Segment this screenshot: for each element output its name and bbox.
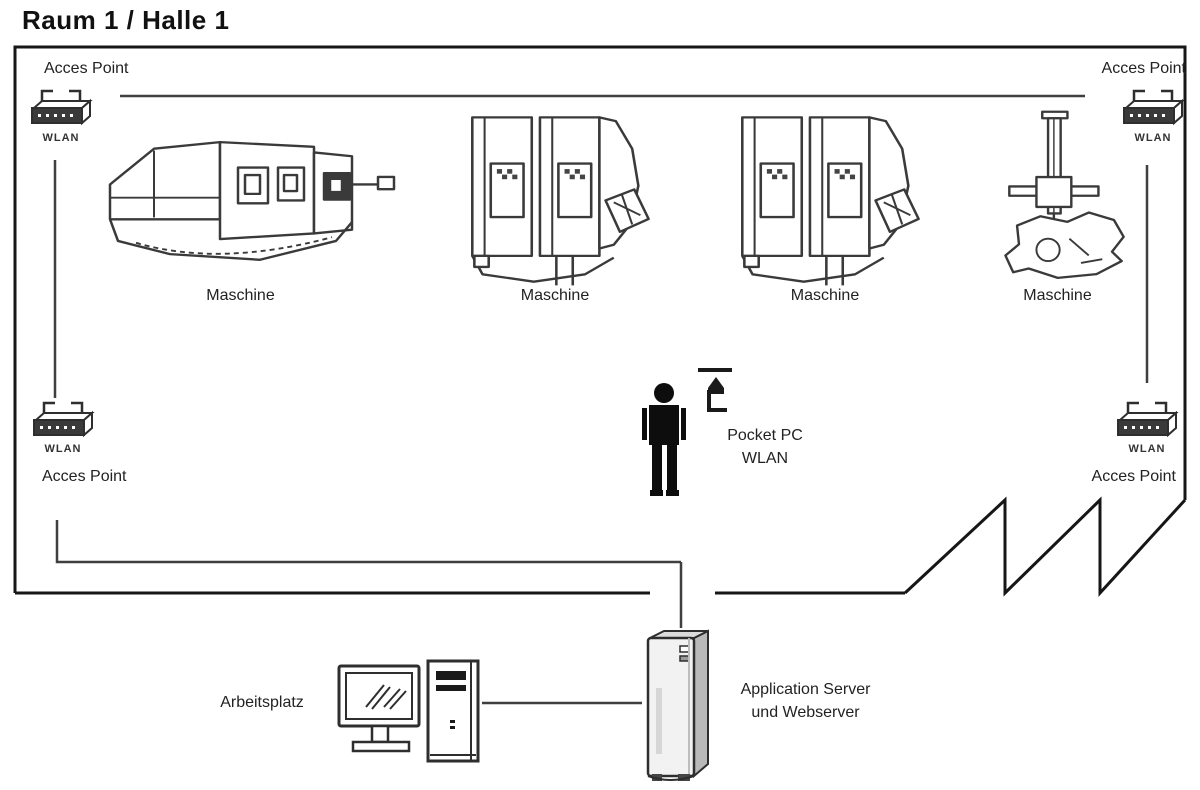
- machine-label-1: Maschine: [206, 287, 275, 304]
- wlan-device-label-bottom-left: WLAN: [44, 443, 82, 455]
- machine-label-3: Maschine: [790, 287, 860, 304]
- wlan-router-icon: [1123, 89, 1185, 126]
- antenna-right: [69, 89, 82, 101]
- access-point-label-top-left: Acces Point: [44, 60, 129, 77]
- machine-drawing-2: [471, 116, 650, 286]
- page-title: Raum 1 / Halle 1: [22, 5, 230, 35]
- access-point-label-bottom-right: Acces Point: [1091, 468, 1176, 485]
- pocket-pc-icon: [698, 368, 732, 412]
- wlan-device-label-top-right: WLAN: [1134, 132, 1172, 144]
- machine-drawing-4: [1004, 110, 1125, 280]
- server-label: Application Server und Webserver: [698, 678, 913, 724]
- workstation-label: Arbeitsplatz: [220, 694, 304, 711]
- machine-label-4: Maschine: [1023, 287, 1092, 304]
- link-access-point-to-server: [55, 520, 681, 564]
- wlan-router-icon: [33, 401, 95, 438]
- machine-drawing-1: [108, 140, 396, 261]
- pocket-pc-label: Pocket PC WLAN: [700, 424, 830, 470]
- access-point-label-top-right: Acces Point: [1101, 60, 1186, 77]
- server-tower-icon: [646, 629, 709, 781]
- pocket-pc-label-line2: WLAN: [741, 450, 789, 468]
- factory-wall-zigzag: [903, 496, 1187, 597]
- access-point-label-bottom-left: Acces Point: [42, 468, 127, 485]
- machine-label-2: Maschine: [520, 287, 590, 304]
- person-silhouette-icon: [642, 383, 686, 496]
- wlan-router-icon: [1117, 401, 1179, 438]
- antenna-left: [40, 89, 53, 101]
- wlan-device-label-bottom-right: WLAN: [1128, 443, 1166, 455]
- computer-tower-icon: [426, 659, 480, 763]
- room-outline: [13, 45, 1187, 593]
- server-label-line2: und Webserver: [751, 704, 860, 722]
- machine-drawing-3: [741, 116, 920, 286]
- wlan-device-label-top-left: WLAN: [42, 132, 80, 144]
- wlan-router-icon: [31, 89, 93, 126]
- server-label-line1: Application Server: [740, 681, 871, 698]
- pocket-pc-label-line1: Pocket PC: [727, 427, 803, 444]
- desktop-monitor-icon: [337, 664, 421, 753]
